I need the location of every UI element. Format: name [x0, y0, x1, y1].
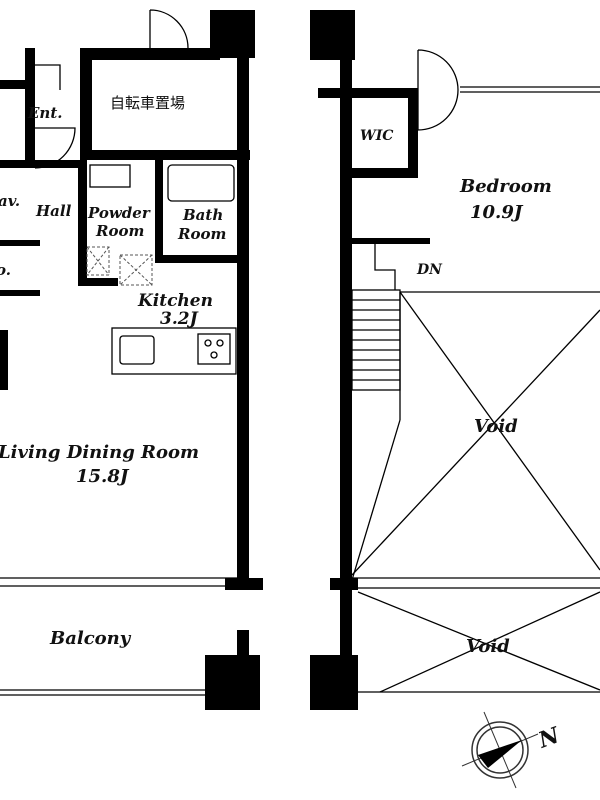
room-label-void-lower: Void	[466, 636, 510, 657]
room-size-bedroom: 10.9J	[470, 202, 524, 223]
room-label-bicycle-parking: 自転車置場	[110, 94, 185, 112]
room-label-lavatory: av.	[0, 192, 20, 210]
compass-north-label: N	[534, 722, 564, 754]
room-label-living-dining: Living Dining Room	[0, 442, 199, 463]
compass-ring-icon	[471, 721, 529, 779]
right-floor-walls	[310, 10, 430, 710]
room-label-kitchen: Kitchen	[137, 291, 213, 311]
north-compass: N	[461, 711, 564, 789]
room-label-void-upper: Void	[474, 416, 518, 437]
room-label-entrance: Ent.	[27, 104, 63, 122]
room-label-bath-room-2: Room	[177, 225, 226, 243]
room-label-bath-room-1: Bath	[182, 206, 223, 224]
staircase	[351, 289, 401, 391]
left-floor-fixtures	[0, 9, 237, 696]
room-size-living-dining: 15.8J	[76, 466, 130, 487]
room-label-bedroom: Bedroom	[459, 176, 552, 197]
room-label-storage: o.	[0, 261, 11, 279]
room-label-powder-room-2: Room	[95, 222, 144, 240]
room-size-kitchen: 3.2J	[160, 309, 199, 329]
compass-needle-icon	[478, 740, 522, 768]
stair-label-down: DN	[416, 262, 443, 278]
room-label-hall: Hall	[35, 202, 72, 220]
left-floor-walls	[0, 10, 263, 710]
room-label-wic: WIC	[360, 128, 393, 144]
room-label-balcony: Balcony	[49, 628, 132, 649]
void-upper-area	[351, 291, 600, 581]
room-label-powder-room-1: Powder	[87, 204, 151, 222]
right-floor-fixtures	[351, 49, 600, 693]
void-lower-area	[357, 591, 600, 693]
